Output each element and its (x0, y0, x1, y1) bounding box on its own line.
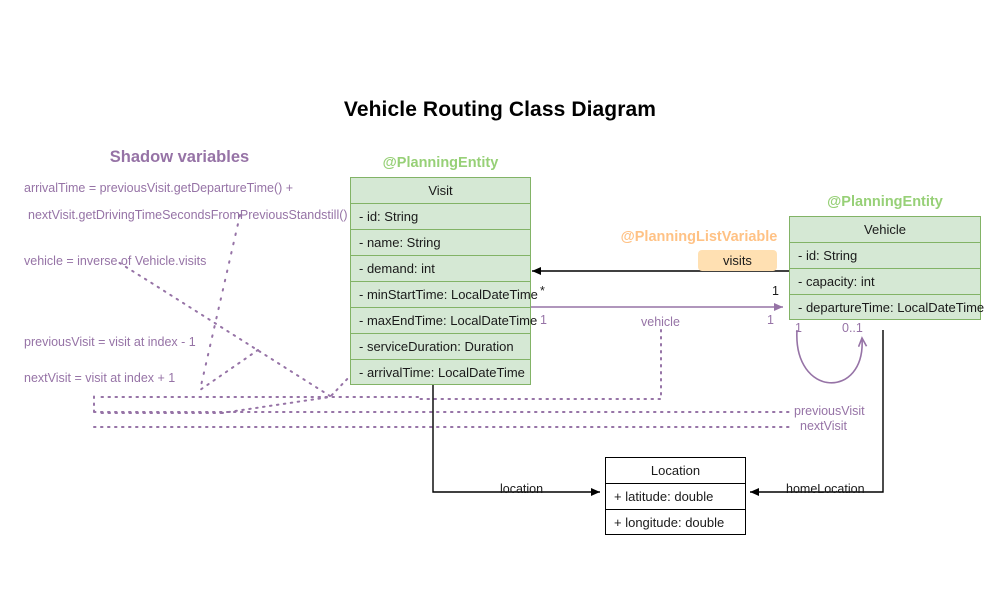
shadow-line-vehicle: vehicle = inverse of Vehicle.visits (24, 254, 207, 268)
class-visit-attr-id: - id: String (350, 203, 531, 229)
class-vehicle-attr-departure-time: - departureTime: LocalDateTime (789, 294, 984, 320)
class-visit-name: Visit (350, 177, 531, 203)
shadow-line-arrival-time-1: arrivalTime = previousVisit.getDeparture… (24, 181, 294, 195)
class-visit: Visit - id: String - name: String - dema… (350, 177, 538, 385)
class-vehicle-attr-capacity: - capacity: int (789, 268, 981, 294)
label-self-loop-multiplicity-zero-one: 0..1 (842, 321, 863, 335)
shadow-line-next-visit: nextVisit = visit at index + 1 (24, 371, 176, 385)
visits-badge: visits (698, 250, 777, 271)
label-vehicle-multiplicity-vehicle: 1 (767, 313, 774, 327)
leader-diagonal-upper (117, 214, 331, 397)
class-visit-attr-name: - name: String (350, 229, 531, 255)
class-location-name: Location (605, 457, 746, 483)
label-vehicle-role: vehicle (641, 315, 680, 329)
label-location-role: location (500, 482, 544, 496)
label-previous-visit: previousVisit (794, 404, 865, 418)
label-self-loop-multiplicity-one: 1 (795, 321, 802, 335)
class-visit-attr-min-start-time: - minStartTime: LocalDateTime (350, 281, 538, 307)
class-visit-attr-demand: - demand: int (350, 255, 531, 281)
label-next-visit: nextVisit (800, 419, 848, 433)
class-visit-attr-service-duration: - serviceDuration: Duration (350, 333, 531, 359)
class-location-attr-longitude: + longitude: double (605, 509, 746, 535)
class-location-attr-latitude: + latitude: double (605, 483, 746, 509)
class-vehicle-name: Vehicle (789, 216, 981, 242)
planning-list-variable-stereotype: @PlanningListVariable (620, 229, 778, 245)
label-home-location-role: homeLocation (786, 482, 865, 496)
class-location: Location + latitude: double + longitude:… (605, 457, 746, 535)
label-visits-multiplicity-vehicle: 1 (772, 284, 779, 298)
label-vehicle-multiplicity-visit: 1 (540, 313, 547, 327)
class-vehicle-attr-id: - id: String (789, 242, 981, 268)
page-title: Vehicle Routing Class Diagram (343, 98, 657, 121)
edge-location (432, 385, 600, 496)
class-visit-attr-max-end-time: - maxEndTime: LocalDateTime (350, 307, 537, 333)
vehicle-stereotype: @PlanningEntity (827, 194, 943, 210)
shadow-line-arrival-time-2: nextVisit.getDrivingTimeSecondsFromPrevi… (28, 208, 348, 222)
edge-vehicle-self-loop (796, 329, 862, 384)
shadow-variables-panel: Shadow variables (12, 148, 357, 167)
visit-stereotype: @PlanningEntity (382, 155, 499, 171)
label-visits-multiplicity-visit: * (540, 284, 545, 298)
class-vehicle: Vehicle - id: String - capacity: int - d… (789, 216, 984, 320)
edge-previous-visit (93, 395, 791, 413)
shadow-line-previous-visit: previousVisit = visit at index - 1 (24, 335, 196, 349)
class-visit-attr-arrival-time: - arrivalTime: LocalDateTime (350, 359, 531, 385)
shadow-variables-heading: Shadow variables (109, 148, 250, 166)
